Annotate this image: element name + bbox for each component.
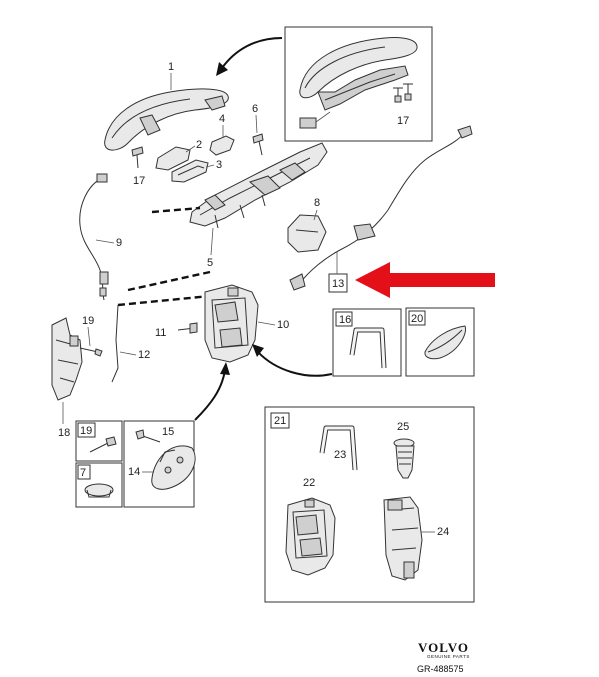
callout-17-inset: 17	[397, 115, 409, 127]
box-19	[75, 420, 123, 462]
curved-arrow-lock	[257, 351, 333, 377]
cover-plate-2	[155, 146, 191, 171]
door-lock-10	[204, 284, 259, 363]
box-22-label: 22	[303, 477, 315, 489]
pin-19	[79, 347, 103, 357]
grommet-25	[393, 438, 415, 479]
box-16	[332, 308, 402, 377]
box-20-label: 20	[411, 313, 423, 325]
curved-arrow-inset	[221, 37, 283, 69]
callout-2: 2	[196, 139, 202, 151]
pin-19-box	[89, 441, 111, 453]
callout-18: 18	[58, 427, 70, 439]
callout-6: 6	[252, 103, 258, 115]
box-20	[405, 307, 475, 377]
brand-subtitle: GENUINE PARTS	[427, 654, 470, 659]
door-lock-22	[285, 497, 336, 576]
screw-11	[177, 322, 198, 334]
actuator-24	[383, 496, 423, 581]
rod-12	[111, 304, 119, 383]
dashed-link-b	[117, 294, 211, 307]
callout-13: 13	[332, 278, 344, 290]
callout-9: 9	[116, 237, 122, 249]
gasket-4	[209, 135, 235, 156]
cover-cap-20	[424, 325, 467, 360]
plug-7	[84, 483, 114, 497]
outer-door-handle	[104, 88, 229, 151]
handle-detail-clip	[299, 117, 317, 129]
gasket-3	[171, 159, 209, 183]
cable-13	[299, 131, 466, 284]
box-7	[75, 462, 123, 508]
callout-5: 5	[207, 257, 213, 269]
cover-8	[287, 214, 327, 253]
box-23-label: 23	[334, 449, 346, 461]
handle-detail-inset	[284, 26, 433, 142]
screw-6	[252, 133, 264, 156]
box-19-label: 19	[80, 425, 92, 437]
bracket-18	[51, 317, 83, 401]
box-21-kit	[264, 406, 475, 603]
handle-detail-drawing	[299, 37, 418, 129]
screw-15	[135, 429, 161, 443]
striker-14	[151, 445, 196, 490]
callout-10: 10	[277, 319, 289, 331]
callout-11: 11	[155, 327, 166, 339]
callout-12: 12	[138, 349, 150, 361]
box-16-label: 16	[339, 314, 351, 326]
callout-15: 15	[162, 426, 174, 438]
box-24-label: 24	[437, 526, 449, 538]
highlight-arrow	[355, 262, 495, 298]
callout-3: 3	[216, 159, 222, 171]
dashed-link-c	[127, 270, 211, 292]
brand-logo: VOLVO	[418, 640, 469, 655]
cable-9	[79, 177, 105, 301]
box-25-label: 25	[397, 421, 409, 433]
clip-16	[349, 327, 387, 369]
diagram-reference: GR-488575	[417, 664, 464, 674]
curved-arrow-bottom	[194, 369, 226, 421]
callout-14: 14	[128, 466, 140, 478]
handle-carrier-5	[189, 142, 328, 229]
callout-13-frame	[328, 273, 348, 293]
arrow-head	[216, 62, 228, 76]
box-7-label: 7	[80, 467, 86, 479]
callout-8: 8	[314, 197, 320, 209]
callout-4: 4	[219, 113, 225, 125]
callout-17: 17	[133, 175, 145, 187]
screw-17	[131, 146, 144, 169]
dashed-link-a	[151, 206, 201, 214]
callout-1: 1	[168, 61, 174, 73]
callout-19: 19	[82, 315, 94, 327]
box-21-label: 21	[274, 415, 286, 427]
